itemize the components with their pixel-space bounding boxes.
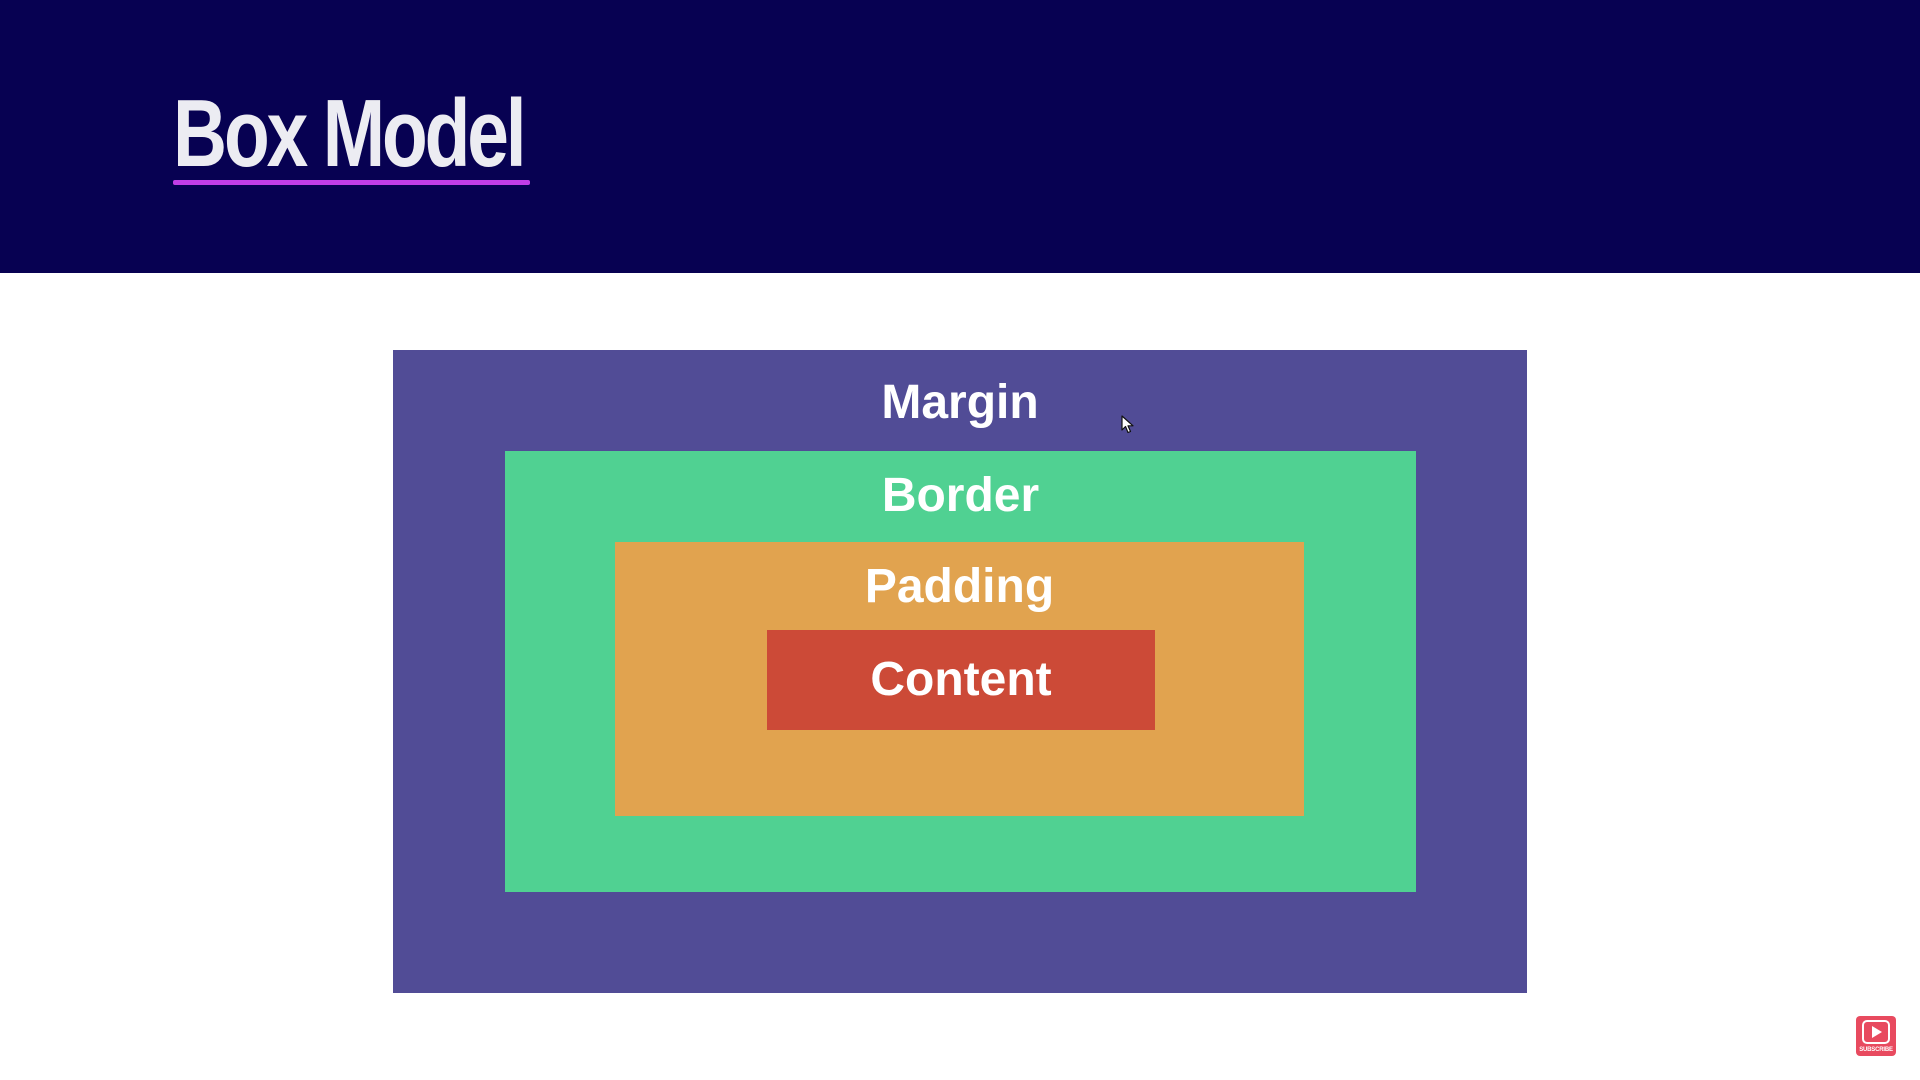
title-underline [173,180,530,185]
mouse-cursor-icon [1121,415,1134,434]
padding-label: Padding [864,560,1055,613]
page-title: Box Model [173,80,527,187]
subscribe-badge[interactable]: SUBSCRIBE [1856,1016,1896,1056]
subscribe-label: SUBSCRIBE [1859,1047,1893,1053]
content-box: Content [767,630,1155,730]
padding-box: Padding Content [615,542,1304,816]
margin-label: Margin [881,376,1039,429]
border-label: Border [881,469,1040,522]
play-icon [1862,1020,1890,1044]
header-banner: Box Model [0,0,1920,273]
margin-box: Margin Border Padding Content [393,350,1527,993]
border-box: Border Padding Content [505,451,1416,892]
content-label: Content [870,653,1052,706]
